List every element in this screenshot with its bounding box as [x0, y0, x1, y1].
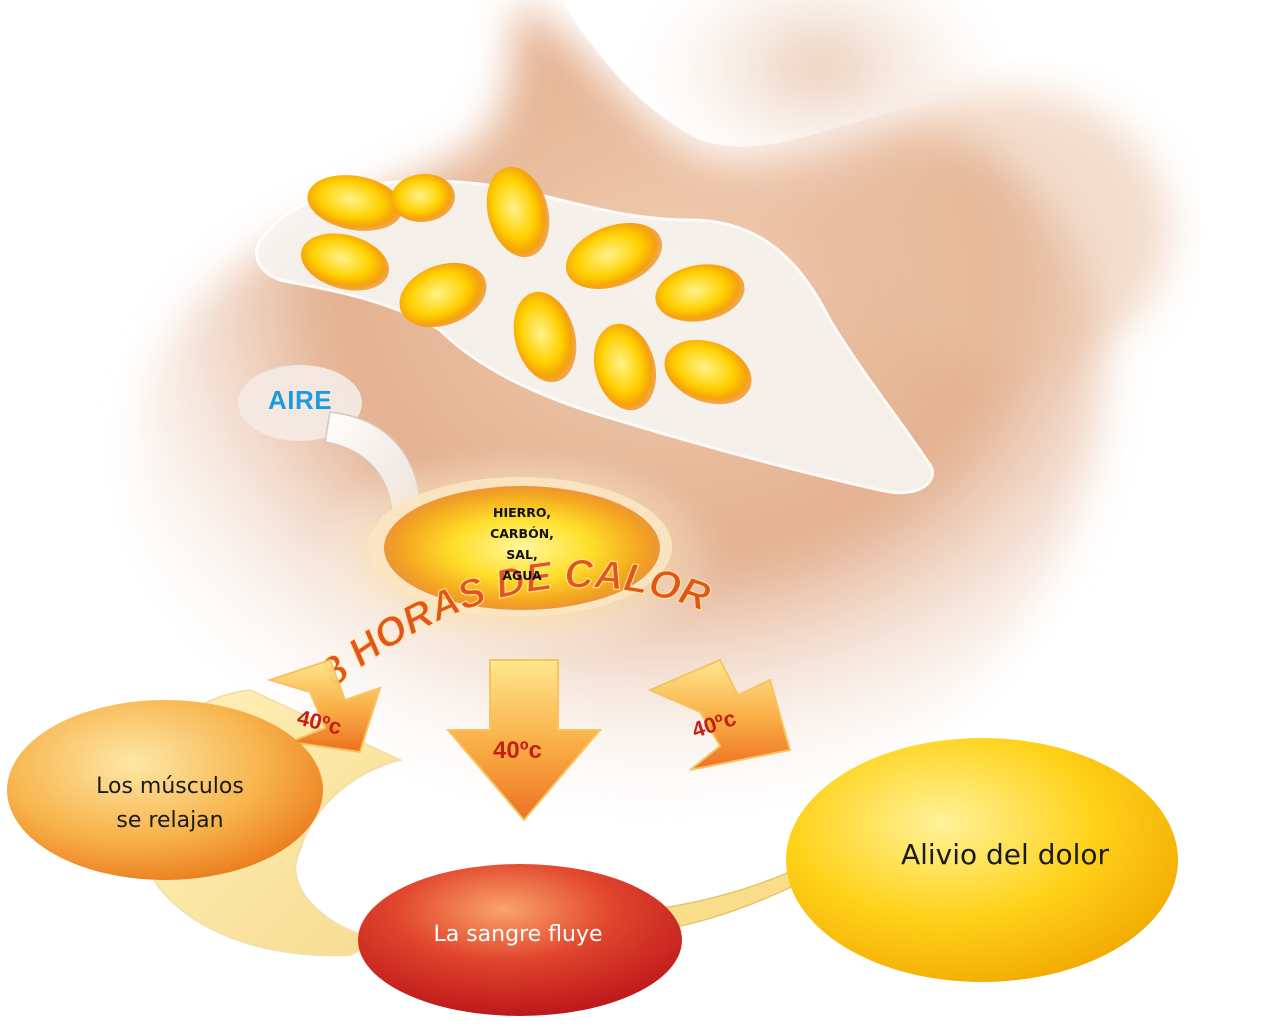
ingredient-iron: HIERRO,	[492, 505, 551, 520]
muscles-relax-label: Los músculos se relajan	[30, 770, 310, 838]
muscles-line-2: se relajan	[116, 808, 224, 833]
blood-flows-label: La sangre fluye	[433, 922, 603, 947]
ingredient-salt: SAL,	[506, 547, 538, 562]
temp-arrows: 40ºc 40ºc 40ºc	[266, 658, 792, 822]
ingredient-carbon: CARBÓN,	[490, 526, 554, 541]
ingredients-list: HIERRO, CARBÓN, SAL, AGUA	[462, 502, 582, 586]
air-label: AIRE	[268, 385, 333, 415]
ingredient-water: AGUA	[502, 568, 542, 583]
pain-relief-label: Alivio del dolor	[900, 838, 1110, 871]
relief-bubble	[786, 738, 1178, 982]
temp-center: 40ºc	[493, 737, 542, 764]
muscles-bubble	[7, 700, 323, 880]
muscles-line-1: Los músculos	[96, 774, 244, 799]
heating-core	[305, 450, 725, 660]
blood-bubble	[358, 864, 682, 1016]
heat-patch	[255, 166, 934, 495]
